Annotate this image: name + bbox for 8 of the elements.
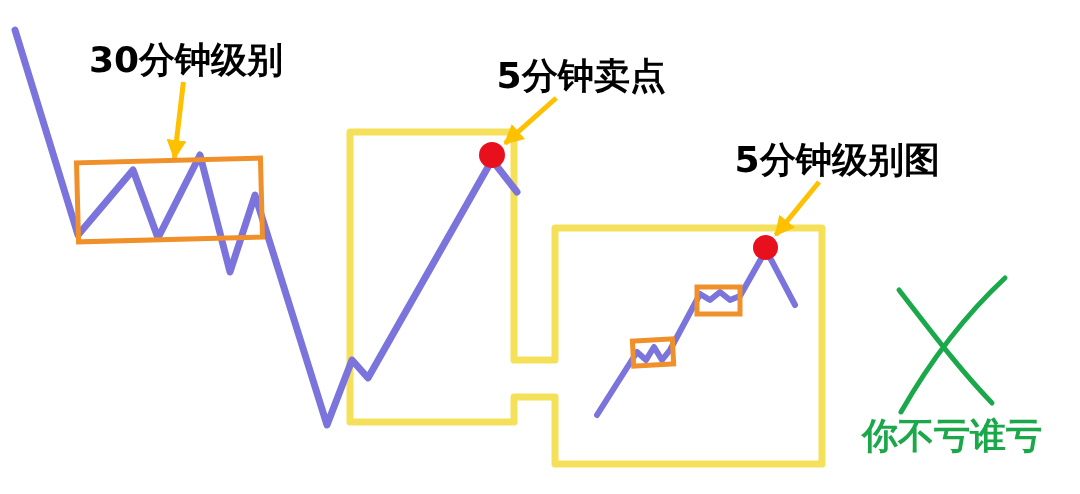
caption-text: 你不亏谁亏 — [862, 418, 1042, 454]
annotation-label: 5分钟卖点 — [486, 54, 676, 98]
arrow — [166, 81, 187, 160]
annotation-label: 5分钟级别图 — [724, 138, 950, 182]
arrow — [503, 96, 558, 146]
highlight-box — [73, 155, 266, 245]
arrow — [773, 180, 821, 237]
annotation-label: 30分钟级别 — [80, 38, 292, 82]
